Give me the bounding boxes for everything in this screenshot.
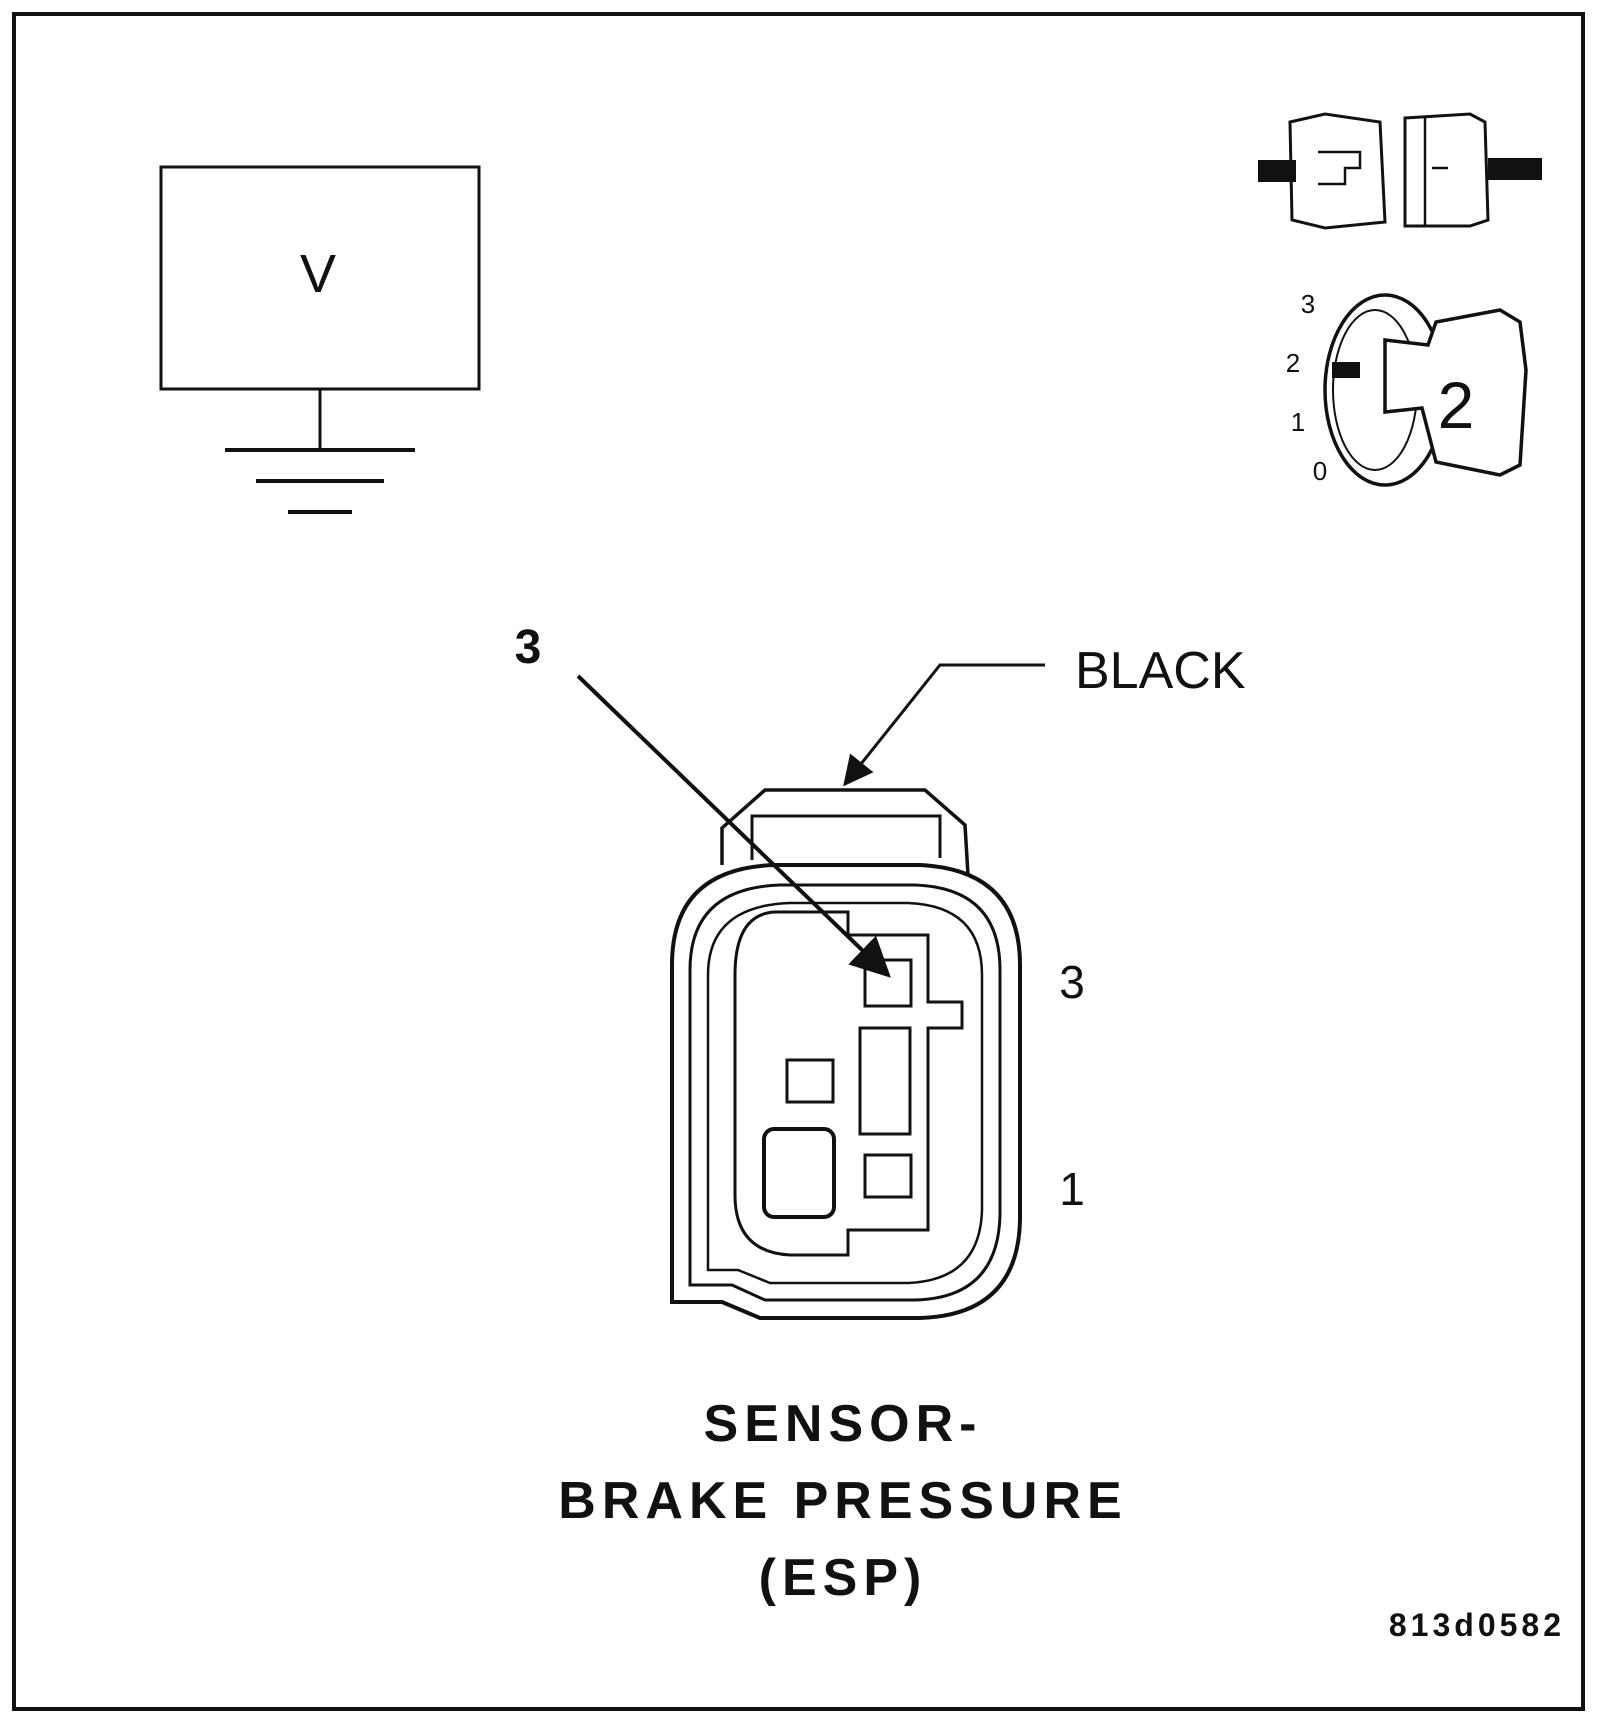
- cavity-small: [785, 1058, 835, 1104]
- ignition-position-0: 0: [1313, 456, 1327, 486]
- cavity-1: [863, 1153, 913, 1199]
- caption-line-2: BRAKE PRESSURE: [558, 1472, 1127, 1530]
- caption-line-1: SENSOR-: [704, 1395, 983, 1453]
- connector-shell-outer: [670, 863, 1022, 1320]
- connector-shell-mid: [688, 883, 1002, 1302]
- cavity-label-3: 3: [1059, 956, 1085, 1008]
- figure-id: 813d0582: [1389, 1607, 1565, 1643]
- connector-color-label: BLACK: [1075, 642, 1246, 700]
- ground-icon: [225, 448, 415, 514]
- disconnected-connector-icon: [1258, 112, 1542, 230]
- voltmeter-label: V: [300, 244, 336, 304]
- ignition-position-1: 1: [1291, 407, 1305, 437]
- connector-face: [670, 788, 1022, 1320]
- cavity-3: [863, 958, 913, 1008]
- ignition-key-icon: [1383, 308, 1528, 477]
- pin-callout-arrow: [576, 674, 891, 978]
- cavity-insert: [733, 910, 964, 1257]
- pin-callout-number: 3: [515, 621, 542, 674]
- color-leader-line: [843, 663, 1045, 787]
- connector-shell-inner: [706, 901, 984, 1285]
- ignition-selected-position: 2: [1438, 368, 1475, 442]
- diagram-frame: [12, 12, 1585, 1711]
- voltmeter-symbol: V: [159, 165, 481, 514]
- caption-line-3: (ESP): [759, 1549, 928, 1607]
- ignition-position-2: 2: [1286, 348, 1300, 378]
- ignition-position-3: 3: [1301, 289, 1315, 319]
- cavity-2-terminal: [858, 1026, 912, 1136]
- connector-latch: [720, 788, 970, 876]
- ignition-switch-icon: 3 2 1 0 2: [1286, 289, 1528, 487]
- cavity-large: [762, 1127, 836, 1219]
- cavity-label-1: 1: [1059, 1163, 1085, 1215]
